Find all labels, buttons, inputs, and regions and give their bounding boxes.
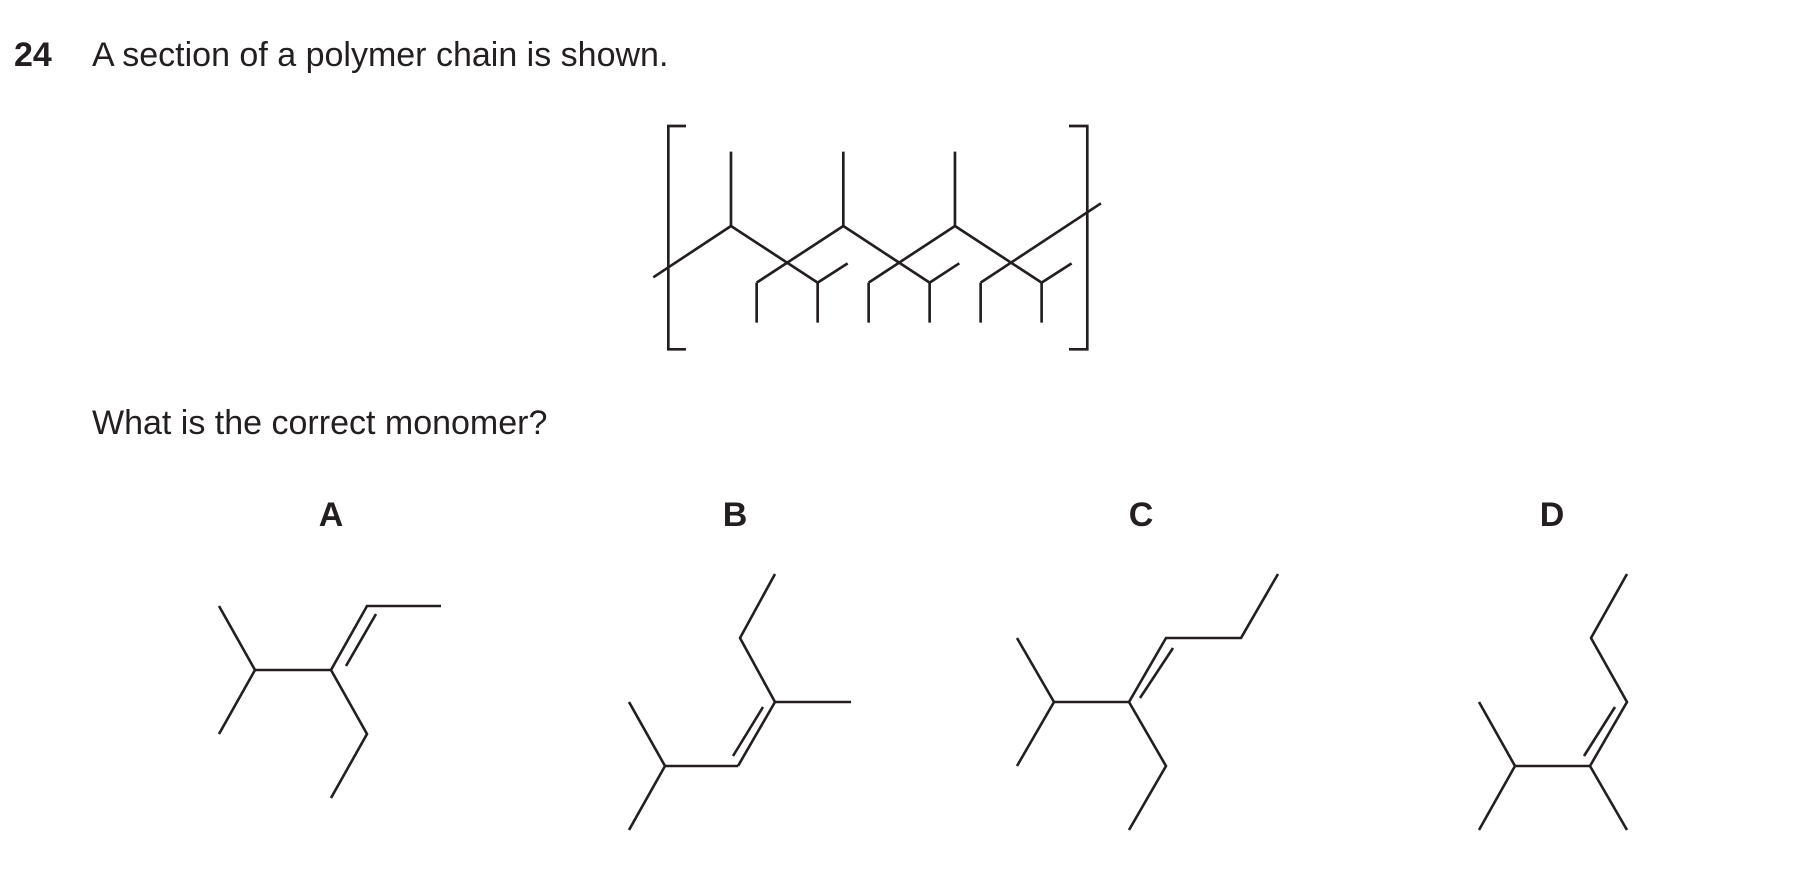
option-label-b: B <box>722 496 748 534</box>
question-stem: A section of a polymer chain is shown. <box>92 36 669 74</box>
question-number: 24 <box>14 36 52 74</box>
polymer-bonds <box>652 151 1102 323</box>
option-d-structure[interactable] <box>1477 573 1629 831</box>
option-c-structure[interactable] <box>1015 573 1280 831</box>
polymer-chain-diagram <box>652 124 1102 351</box>
option-label-d: D <box>1539 496 1565 534</box>
option-a-structure[interactable] <box>217 604 441 799</box>
question-prompt: What is the correct monomer? <box>92 404 548 442</box>
right-bracket <box>1068 124 1089 351</box>
option-b-structure[interactable] <box>627 573 851 831</box>
left-bracket <box>666 124 686 351</box>
option-label-a: A <box>318 496 344 534</box>
option-label-c: C <box>1128 496 1154 534</box>
